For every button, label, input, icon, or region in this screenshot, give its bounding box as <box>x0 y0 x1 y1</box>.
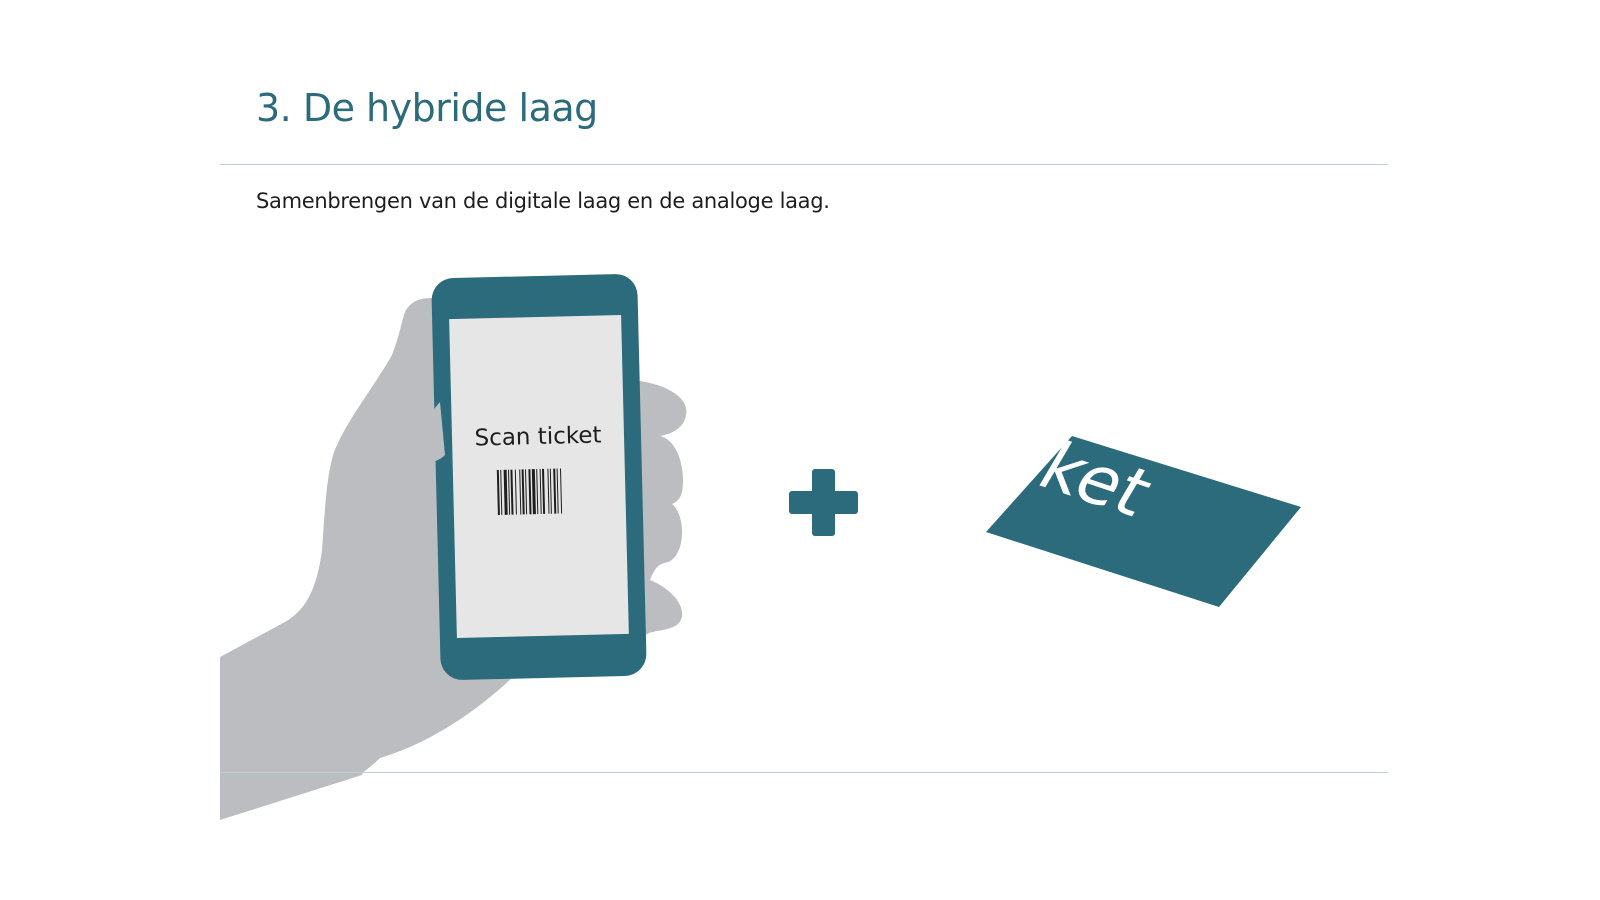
barcode-bar <box>528 469 532 515</box>
barcode-bar <box>525 469 528 515</box>
barcode-bar <box>510 469 514 515</box>
barcode-bar <box>549 468 552 514</box>
hand-thumb-tip <box>418 402 445 463</box>
barcode-bar <box>519 469 522 515</box>
barcode-bar <box>514 469 517 515</box>
barcode-icon <box>496 468 563 516</box>
barcode-bar <box>521 469 525 515</box>
barcode-bar <box>508 469 511 515</box>
barcode-bar <box>500 469 503 515</box>
barcode-bar <box>547 468 550 514</box>
barcode-bar <box>553 468 557 514</box>
barcode-bar <box>539 468 542 514</box>
ticket-shape <box>986 436 1301 607</box>
phone-screen-text: Scan ticket <box>474 422 602 451</box>
barcode-bar <box>542 468 546 514</box>
phone-screen <box>449 314 629 639</box>
barcode-bar <box>531 469 536 515</box>
top-divider <box>220 164 1388 165</box>
barcode-bar <box>559 468 563 514</box>
barcode-bar <box>556 468 559 514</box>
barcode-bar <box>536 469 539 515</box>
smartphone-icon <box>431 274 647 680</box>
plus-icon <box>789 469 858 536</box>
bottom-divider <box>220 772 1388 773</box>
page-subtitle: Samenbrengen van de digitale laag en de … <box>256 189 830 213</box>
barcode-bar <box>503 469 508 515</box>
page-title: 3. De hybride laag <box>256 86 598 130</box>
barcode-bar <box>496 469 500 516</box>
ticket-icon: Ticket <box>933 398 1301 607</box>
